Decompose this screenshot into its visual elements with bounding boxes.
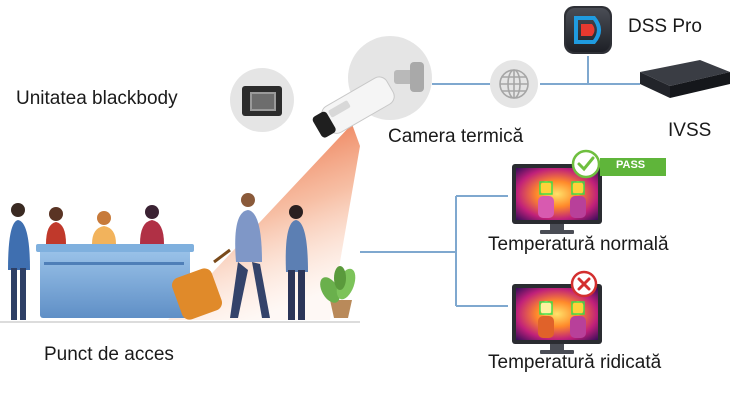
thermal-camera	[312, 36, 432, 138]
access-point-scene	[0, 193, 360, 323]
monitor-high	[512, 284, 602, 354]
blackbody-unit	[230, 68, 294, 132]
camera-label: Camera termică	[388, 126, 524, 147]
visitor-left	[8, 203, 30, 320]
staff-figures	[46, 205, 164, 244]
ivss-label: IVSS	[668, 120, 712, 141]
normal-temperature-label: Temperatură normală	[488, 234, 669, 255]
high-temperature-label: Temperatură ridicată	[488, 352, 662, 373]
cross-icon	[570, 270, 598, 298]
thermal-beam	[168, 124, 360, 320]
blackbody-label: Unitatea blackbody	[16, 88, 178, 109]
connection-lines	[360, 56, 640, 307]
pass-badge-text: PASS	[616, 159, 646, 171]
globe-icon	[490, 60, 538, 108]
check-icon	[571, 149, 601, 179]
dss-pro-logo-icon	[564, 6, 612, 54]
visitor-right	[285, 205, 308, 320]
access-point-label: Punct de acces	[44, 344, 174, 365]
plant-decoration	[320, 266, 356, 318]
dss-pro-label: DSS Pro	[628, 16, 702, 37]
pass-badge-shape	[600, 158, 666, 176]
traveler-figure	[171, 193, 270, 320]
ivss-device	[640, 60, 730, 98]
